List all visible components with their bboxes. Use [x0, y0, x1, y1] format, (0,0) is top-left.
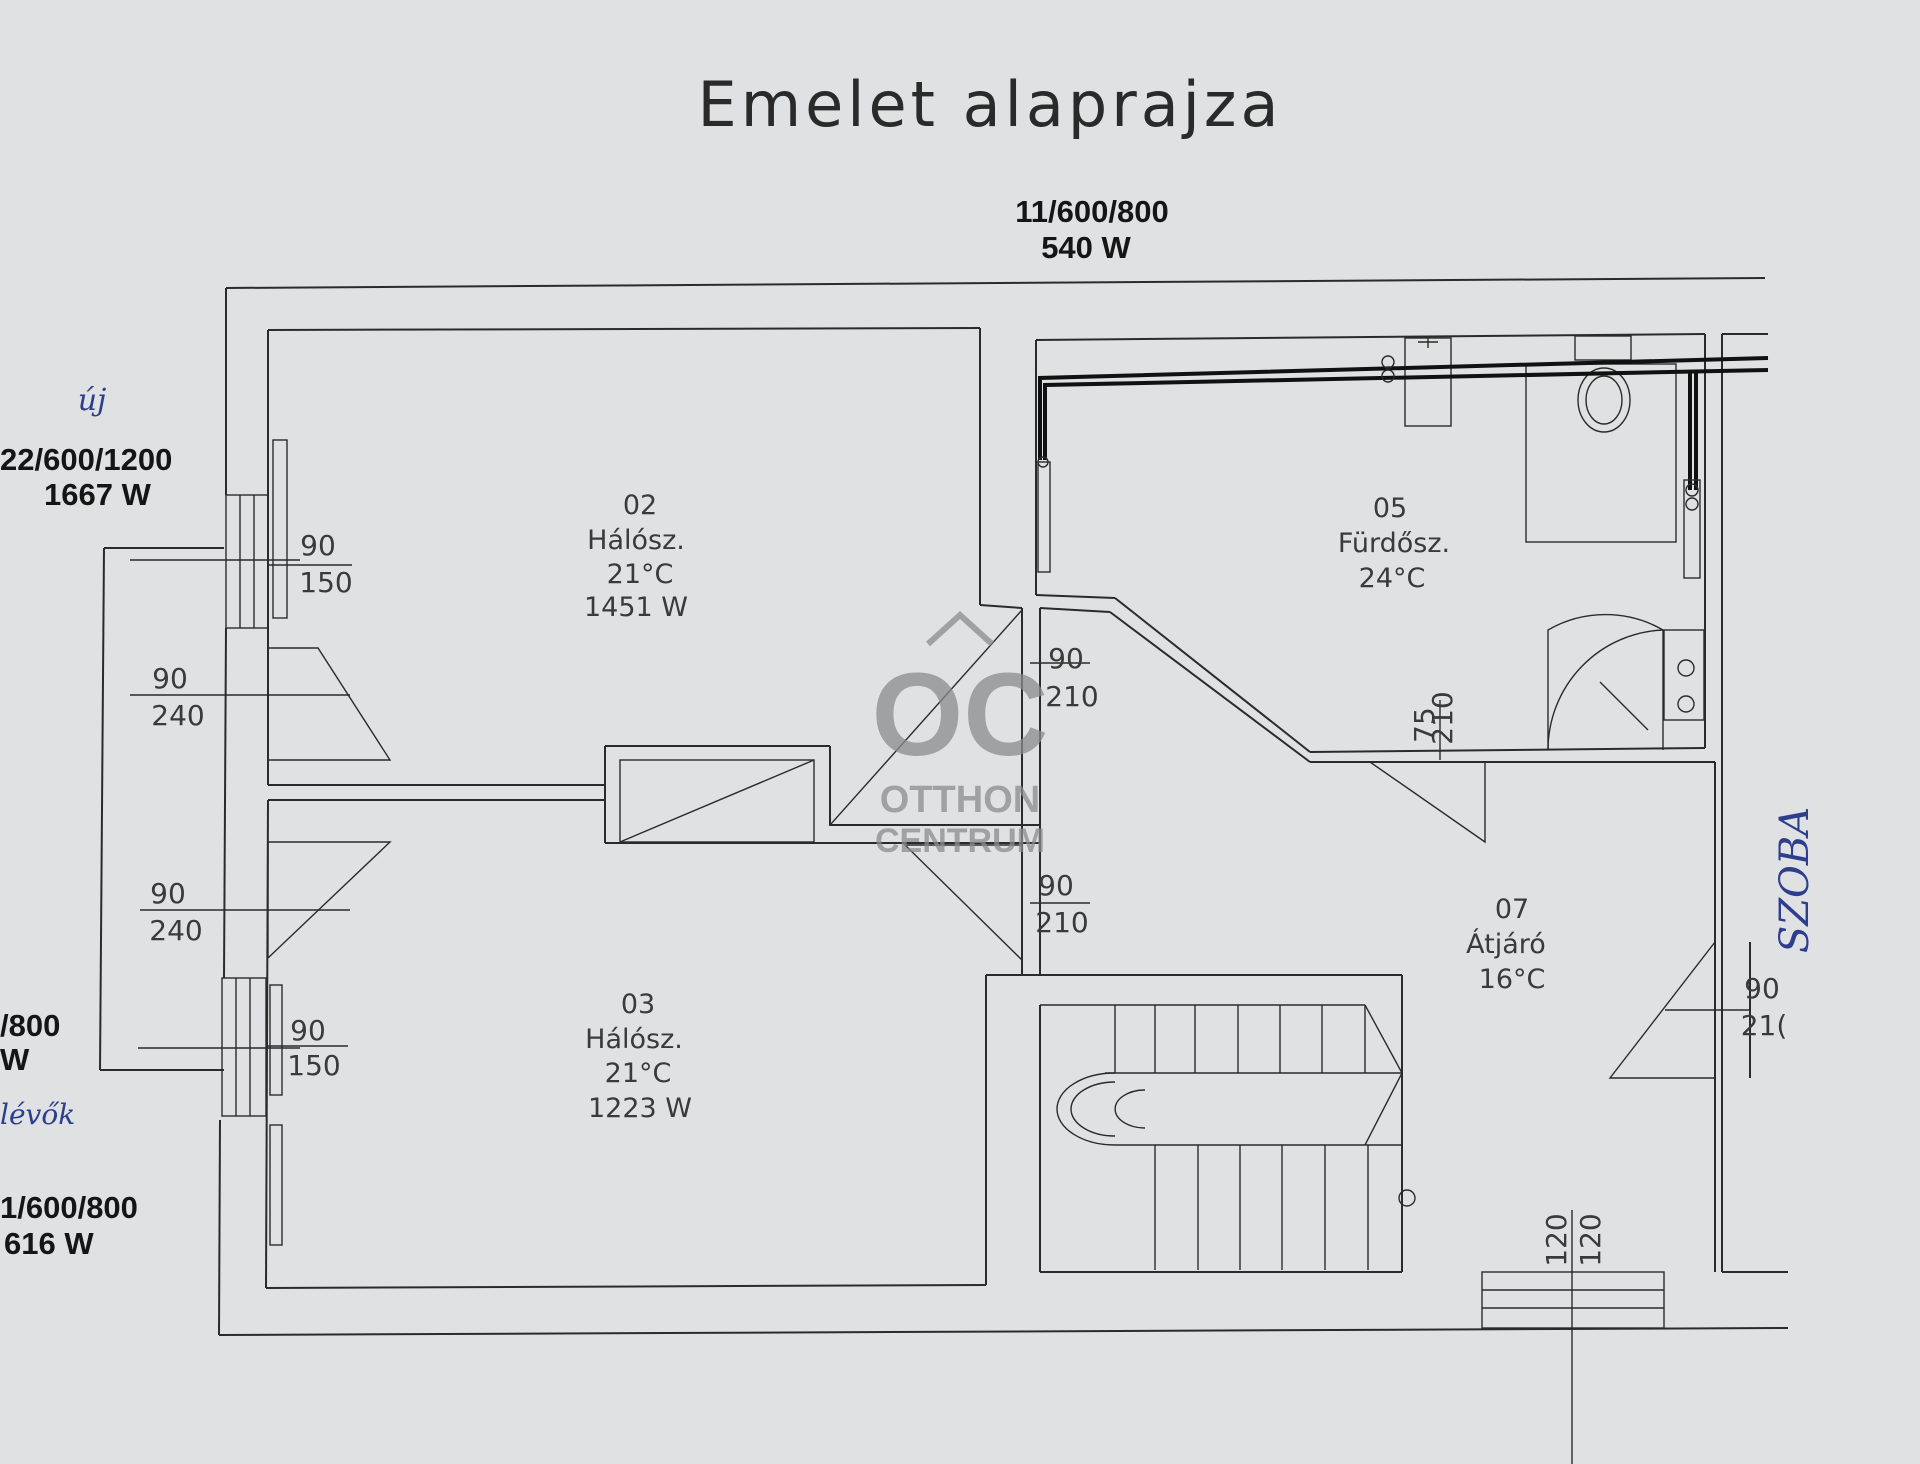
radiator-03a-icon	[269, 984, 283, 1096]
radiator-02-icon	[272, 439, 288, 619]
toilet-tank-icon	[1574, 335, 1632, 361]
room-02-label: 02 Hálósz. 21°C 1451 W	[584, 490, 688, 623]
w03-width: 90	[290, 1014, 326, 1047]
d-r03-width: 90	[1038, 869, 1074, 902]
room-07-temp: 16°C	[1479, 964, 1546, 995]
built-in-closet	[619, 759, 815, 843]
bathtub-icon	[1525, 363, 1677, 543]
room-05-name: Fürdősz.	[1338, 528, 1450, 559]
side-room-label: SZOBA	[1772, 807, 1818, 953]
d-r03-height: 210	[1035, 906, 1088, 939]
heating-pipes	[1037, 355, 1769, 579]
w02-height: 150	[299, 566, 352, 599]
room-05-label: 05 Fürdősz. 24°C	[1338, 493, 1450, 594]
room-03-number: 03	[621, 989, 655, 1020]
room-02-number: 02	[623, 490, 657, 521]
radiator-05-right-icon	[1683, 479, 1701, 579]
room-03-label: 03 Hálósz. 21°C 1223 W	[585, 989, 692, 1124]
bottom-window	[1481, 1210, 1665, 1464]
room-02-temp: 21°C	[607, 559, 674, 590]
d-right-width: 90	[1744, 972, 1780, 1005]
toilet-icon	[1577, 367, 1631, 433]
w02-width: 90	[300, 529, 336, 562]
room-07-number: 07	[1495, 894, 1529, 925]
bottom-height: 120	[1574, 1213, 1607, 1266]
otthon-centrum-watermark: OC OTTHON CENTRUM	[872, 610, 1049, 860]
window-room-02	[130, 494, 352, 629]
room-02-name: Hálósz.	[587, 525, 685, 556]
left-top-radiator-power: 1667 W	[44, 477, 152, 512]
washbasin-icon	[1404, 337, 1452, 427]
left-top-radiator-spec: 22/600/1200	[0, 442, 172, 477]
room-07-name: Átjáró	[1466, 928, 1546, 960]
left-bottom-radiator-spec: 1/600/800	[0, 1190, 138, 1225]
bottom-width: 120	[1540, 1213, 1573, 1266]
w03-height: 150	[287, 1049, 340, 1082]
d-r05-height: 210	[1426, 691, 1459, 744]
room-05-walls	[1035, 333, 1715, 763]
watermark-line2: CENTRUM	[875, 822, 1045, 860]
left-top-note: új	[78, 383, 107, 418]
d03-height: 240	[149, 914, 202, 947]
outer-walls	[218, 277, 1789, 1336]
room-05-temp: 24°C	[1359, 563, 1426, 594]
plan-title: Emelet alaprajza	[698, 68, 1283, 141]
watermark-line1: OTTHON	[880, 779, 1040, 821]
room-03-temp: 21°C	[605, 1058, 672, 1089]
opening-dimensions: 90 150 90 240 90 240 90 150 90 210 90 21…	[149, 529, 1787, 1267]
top-radiator-spec: 11/600/800	[1015, 194, 1168, 229]
d-right-height: 21(	[1741, 1009, 1788, 1042]
left-bottom-radiator-power: 616 W	[4, 1226, 94, 1261]
watermark-logo: OC	[872, 649, 1049, 781]
stairwell	[986, 974, 1416, 1273]
top-radiator-power: 540 W	[1041, 230, 1131, 265]
d-r05-width: 75	[1408, 707, 1441, 743]
room-05-number: 05	[1373, 493, 1407, 524]
d02-width: 90	[152, 662, 188, 695]
room-03-name: Hálósz.	[585, 1024, 683, 1055]
left-mid-radiator-power: W	[0, 1042, 30, 1077]
d-r02-width: 90	[1048, 642, 1084, 675]
d-r02-height: 210	[1045, 680, 1098, 713]
radiator-05-left-icon	[1037, 461, 1051, 573]
window-room-03	[138, 977, 348, 1117]
d03-width: 90	[150, 877, 186, 910]
left-mid-note: lévők	[0, 1098, 75, 1131]
balcony	[99, 547, 224, 1071]
left-mid-radiator-spec: /800	[0, 1008, 60, 1043]
door-swings	[130, 609, 1750, 1079]
room-03-power: 1223 W	[588, 1093, 692, 1124]
room-02-power: 1451 W	[584, 592, 688, 623]
d02-height: 240	[151, 699, 204, 732]
room-07-label: 07 Átjáró 16°C	[1466, 894, 1546, 995]
right-walls	[1714, 333, 1788, 1273]
shower-icon	[1547, 613, 1664, 750]
radiator-03b-icon	[269, 1124, 283, 1246]
